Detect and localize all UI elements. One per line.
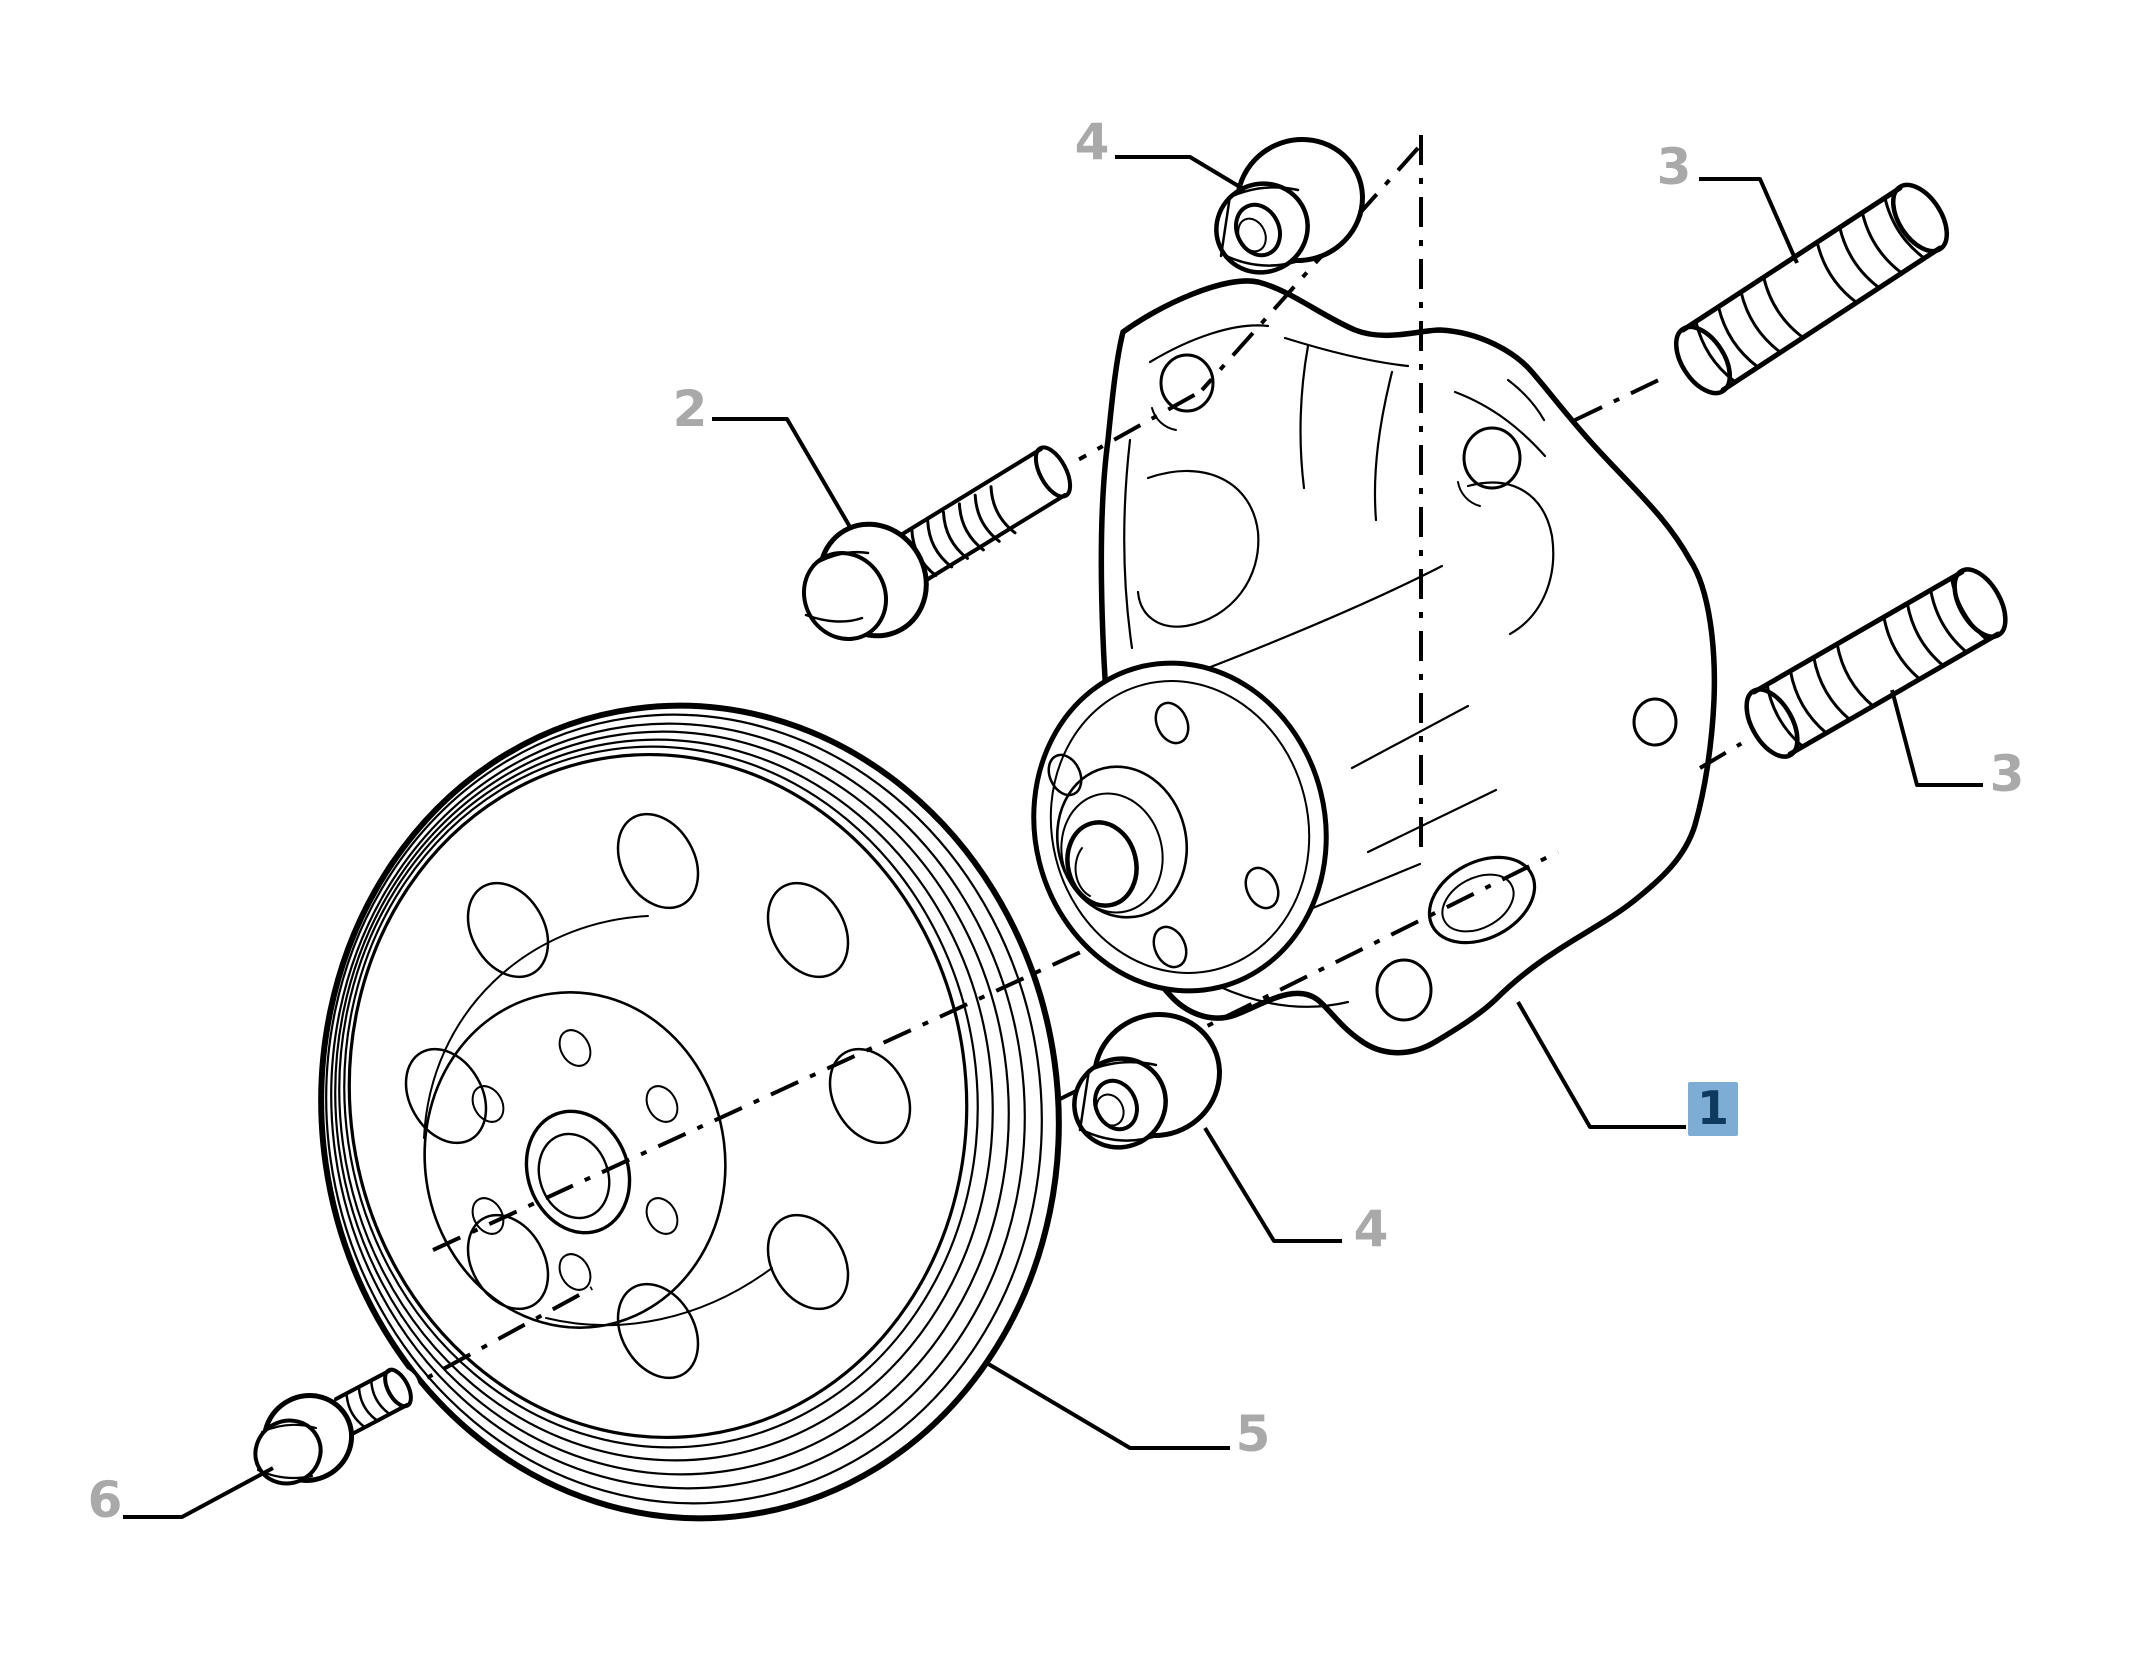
stud-upper-illustration	[1666, 181, 1957, 397]
nut-upper-illustration	[1214, 136, 1365, 275]
callout-3-lower-label: 3	[1990, 745, 2025, 803]
axis-line-bolt2	[1059, 392, 1197, 472]
nut-lower-illustration	[1072, 1011, 1222, 1150]
callout-6-label: 6	[88, 1471, 123, 1529]
callout-4-lower-label: 4	[1354, 1200, 1389, 1258]
leader-4-lower	[1203, 1126, 1342, 1243]
callout-3-upper-label: 3	[1657, 138, 1692, 196]
leader-5	[983, 1360, 1230, 1450]
leader-2	[712, 417, 852, 529]
axis-line-stud-upper	[1574, 364, 1689, 422]
callout-5-label: 5	[1236, 1405, 1271, 1463]
callout-4-upper-label: 4	[1075, 113, 1110, 171]
pulley-illustration	[318, 702, 1062, 1522]
callout-leader-lines	[123, 155, 1983, 1519]
leader-6	[123, 1466, 274, 1519]
leader-4-upper	[1115, 155, 1247, 192]
callout-1-highlight-box[interactable]	[1688, 1082, 1738, 1136]
axis-line-nut-upper	[1200, 146, 1420, 392]
leader-3-upper	[1699, 177, 1799, 264]
stud-lower-illustration	[1735, 566, 2017, 760]
callout-1-selected[interactable]: 1	[1688, 1081, 1738, 1136]
bolt-short-illustration	[253, 1367, 419, 1486]
axis-line-pulley-to-pump	[432, 948, 1086, 1252]
leader-1	[1516, 1001, 1686, 1129]
callout-2-label: 2	[673, 380, 708, 438]
callout-labels: 1 2 3 3 4 4 5 6	[88, 113, 2025, 1529]
callout-1-label[interactable]: 1	[1697, 1081, 1729, 1135]
water-pump-illustration	[1031, 278, 1718, 1056]
leader-3-lower	[1890, 689, 1983, 787]
bolt-long-illustration	[801, 443, 1082, 642]
